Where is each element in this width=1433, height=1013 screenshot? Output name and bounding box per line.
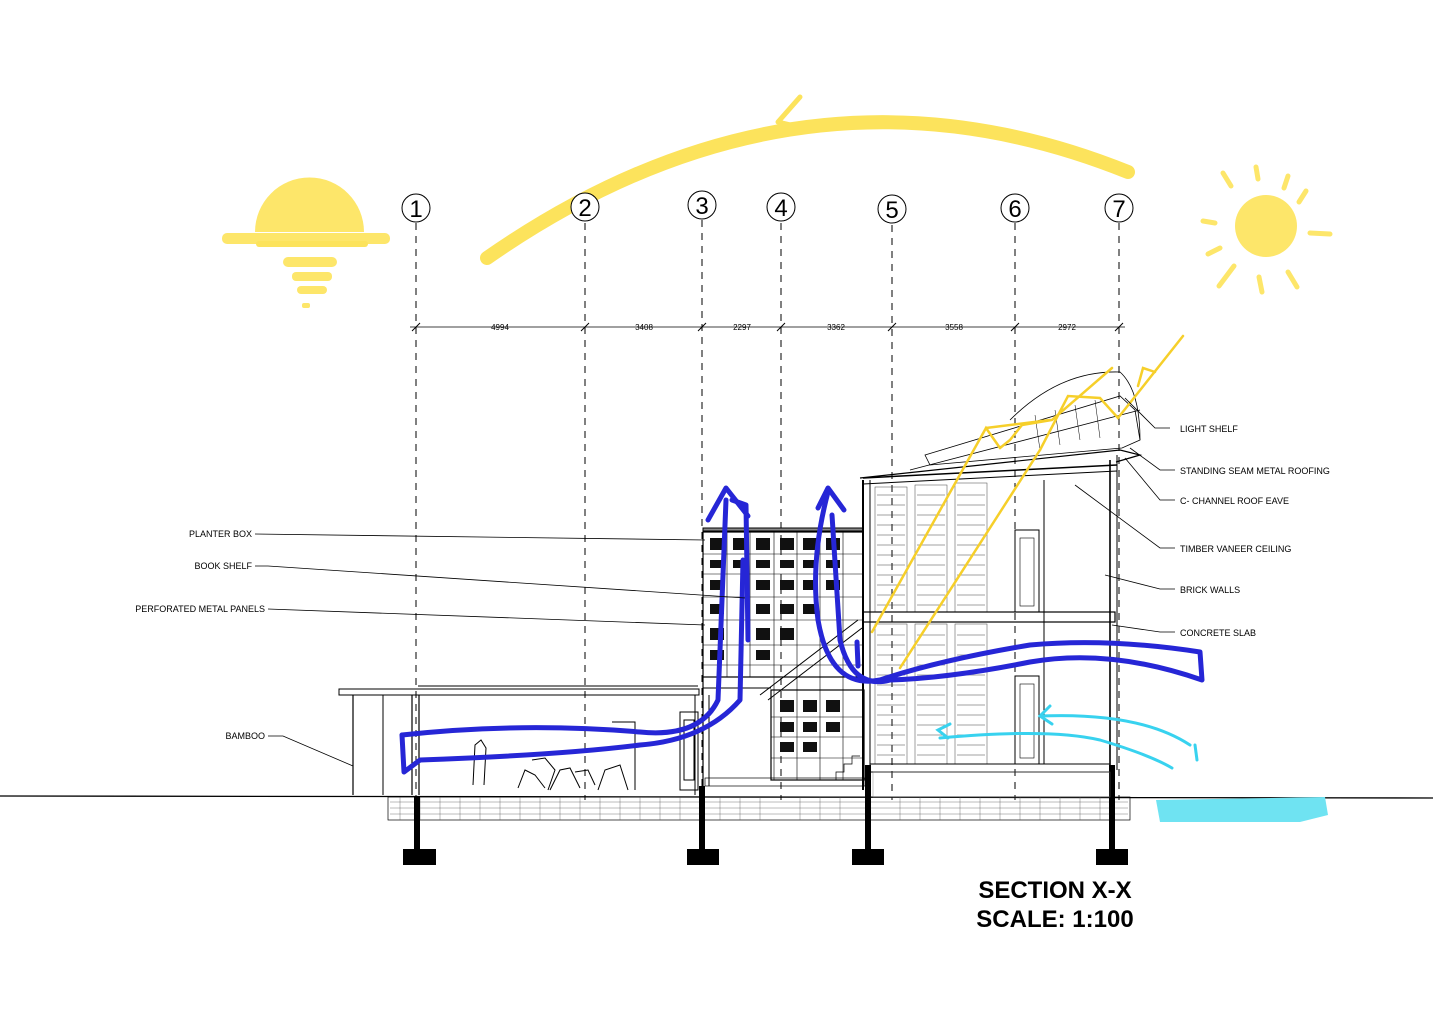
grid-bubble-7: [1104, 193, 1134, 223]
dimension-1-2: 4994: [491, 323, 509, 332]
grid-label-6: 6: [1008, 196, 1021, 223]
label-planter-box: PLANTER BOX: [189, 529, 252, 539]
label-brick-walls: BRICK WALLS: [1180, 585, 1240, 595]
grid-bubble-2: [570, 192, 600, 222]
label-c-channel-eave: C- CHANNEL ROOF EAVE: [1180, 496, 1289, 506]
water-pond: [1156, 797, 1328, 822]
drawing-title: SECTION X-X: [978, 877, 1132, 904]
label-book-shelf: BOOK SHELF: [194, 561, 252, 571]
grid-label-7: 7: [1112, 196, 1125, 223]
dimension-2-3: 3408: [635, 323, 653, 332]
leader-lines: [254, 397, 1175, 767]
grid-label-1: 1: [409, 196, 422, 223]
rising-sun-icon: [1200, 164, 1333, 295]
dimension-5-6: 3558: [945, 323, 963, 332]
sun-path: [480, 94, 1135, 265]
label-perforated-metal-panels: PERFORATED METAL PANELS: [135, 604, 265, 614]
dimension-4-5: 3362: [827, 323, 845, 332]
grid-label-5: 5: [885, 197, 898, 224]
grid-label-3: 3: [695, 193, 708, 220]
setting-sun-icon: [222, 177, 390, 308]
grid-bubble-3: [687, 190, 717, 220]
grid-axes: 1 2 3 4 5 6 7: [401, 190, 1134, 800]
label-light-shelf: LIGHT SHELF: [1180, 424, 1238, 434]
solar-rays: [870, 334, 1185, 670]
label-concrete-slab: CONCRETE SLAB: [1180, 628, 1256, 638]
label-standing-seam-roofing: STANDING SEAM METAL ROOFING: [1180, 466, 1330, 476]
drawing-scale: SCALE: 1:100: [976, 906, 1134, 933]
grid-bubble-5: [877, 194, 907, 224]
drawing-title-block: SECTION X-X SCALE: 1:100: [960, 876, 1150, 934]
right-block: [859, 371, 1143, 798]
center-tower: [702, 527, 866, 787]
label-bamboo: BAMBOO: [225, 731, 265, 741]
grid-label-4: 4: [774, 195, 787, 222]
label-timber-ceiling: TIMBER VANEER CEILING: [1180, 544, 1291, 554]
left-pavilion: [338, 685, 700, 795]
foundation-band: [387, 796, 1131, 821]
grid-bubble-4: [766, 192, 796, 222]
dimension-3-4: 2297: [733, 323, 751, 332]
wind-arrows: [935, 704, 1199, 770]
grid-label-2: 2: [578, 195, 591, 222]
grid-bubble-6: [1000, 193, 1030, 223]
dimension-6-7: 2972: [1058, 323, 1076, 332]
dimension-string: 4994 3408 2297 3362 3558 2972: [410, 322, 1125, 332]
airflow-arrows: [399, 485, 1205, 775]
grid-bubble-1: [401, 193, 431, 223]
